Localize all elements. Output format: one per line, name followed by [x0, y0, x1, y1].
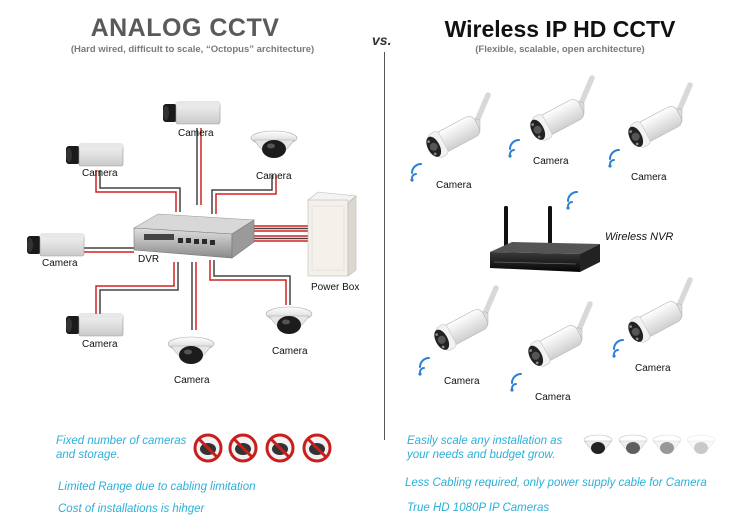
box-camera-icon — [65, 313, 124, 337]
wireless-note-scale: Easily scale any installation as your ne… — [407, 435, 563, 461]
camera-label: Camera — [631, 172, 667, 183]
camera-label: Camera — [436, 180, 472, 191]
camera-label: Camera — [444, 376, 480, 387]
camera-label: Camera — [272, 346, 308, 357]
camera-label: Camera — [533, 156, 569, 167]
wifi-icon — [565, 181, 583, 211]
analog-subtitle: (Hard wired, difficult to scale, “Octopu… — [70, 44, 315, 55]
vs-label: vs. — [372, 32, 392, 48]
prohibited-icon — [228, 433, 258, 463]
camera-label: Camera — [535, 392, 571, 403]
analog-title: ANALOG CCTV — [90, 14, 280, 42]
box-camera-icon — [65, 143, 124, 167]
dome-camera-icon — [167, 336, 215, 365]
wifi-icon — [611, 329, 629, 359]
camera-label: Camera — [42, 258, 78, 269]
bullet-camera-icon — [524, 304, 590, 370]
dome-camera-icon — [250, 130, 298, 159]
wireless-note-hd: True HD 1080P IP Cameras — [407, 502, 550, 514]
bullet-camera-icon — [422, 95, 488, 161]
wifi-icon — [509, 363, 527, 393]
analog-note-capacity: Fixed number of cameras and storage. — [56, 435, 187, 461]
wifi-icon — [607, 139, 625, 169]
dome-camera-row — [583, 434, 716, 454]
analog-cables — [82, 128, 308, 330]
dvr-icon — [132, 213, 255, 259]
wifi-icon — [417, 347, 435, 377]
wireless-subtitle: (Flexible, scalable, open architecture) — [475, 44, 645, 55]
bullet-camera-icon — [526, 78, 592, 144]
nvr-icon — [490, 206, 600, 272]
prohibited-icon — [302, 433, 332, 463]
camera-label: Camera — [82, 168, 118, 179]
divider-line — [384, 52, 385, 440]
dvr-label: DVR — [138, 254, 160, 265]
nvr-label: Wireless NVR — [605, 231, 674, 243]
wifi-icon — [507, 129, 525, 159]
prohibited-icon — [265, 433, 295, 463]
box-camera-icon — [26, 233, 85, 257]
analog-note-cost: Cost of installations is hihger — [58, 503, 205, 515]
wireless-note-cabling: Less Cabling required, only power supply… — [405, 477, 707, 489]
power-box-icon — [307, 191, 357, 277]
box-camera-icon — [162, 101, 221, 125]
bullet-camera-icon — [430, 288, 496, 354]
dome-camera-icon — [265, 306, 313, 335]
wireless-title: Wireless IP HD CCTV — [444, 16, 676, 42]
analog-note-range: Limited Range due to cabling limitation — [58, 481, 256, 493]
camera-label: Camera — [178, 128, 214, 139]
camera-label: Camera — [82, 339, 118, 350]
camera-label: Camera — [174, 375, 210, 386]
bullet-camera-icon — [624, 280, 690, 346]
camera-label: Camera — [256, 171, 292, 182]
power-box-label: Power Box — [311, 282, 360, 293]
wifi-icon — [409, 153, 427, 183]
prohibited-icon — [193, 433, 223, 463]
camera-label: Camera — [635, 363, 671, 374]
bullet-camera-icon — [624, 85, 690, 151]
